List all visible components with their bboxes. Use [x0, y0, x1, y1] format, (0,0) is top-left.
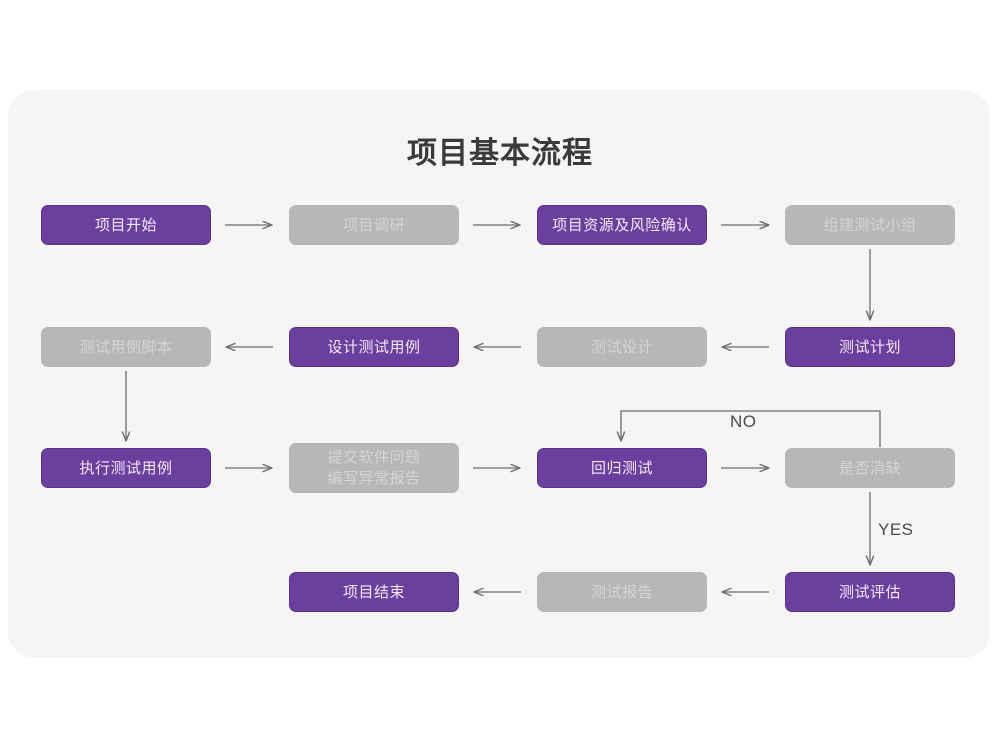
flowchart-card — [8, 90, 990, 658]
flow-node-project-research[interactable]: 项目调研 — [289, 205, 459, 245]
flow-node-project-start[interactable]: 项目开始 — [41, 205, 211, 245]
page-title: 项目基本流程 — [407, 137, 593, 170]
flow-node-test-report[interactable]: 测试报告 — [537, 572, 707, 612]
flow-node-test-case-script[interactable]: 测试用例脚本 — [41, 327, 211, 367]
flow-node-defect-cleared[interactable]: 是否消缺 — [785, 448, 955, 488]
flow-node-regression-test[interactable]: 回归测试 — [537, 448, 707, 488]
flow-node-submit-issue-report[interactable]: 提交软件问题 编写异常报告 — [289, 443, 459, 493]
flow-node-resource-risk-confirm[interactable]: 项目资源及风险确认 — [537, 205, 707, 245]
edge-label-no: NO — [730, 412, 757, 431]
edge-label-yes: YES — [878, 520, 914, 539]
flow-node-form-test-team[interactable]: 组建测试小组 — [785, 205, 955, 245]
flow-node-design-test-cases[interactable]: 设计测试用例 — [289, 327, 459, 367]
flow-node-project-end[interactable]: 项目结束 — [289, 572, 459, 612]
flow-node-test-evaluation[interactable]: 测试评估 — [785, 572, 955, 612]
flow-node-test-plan[interactable]: 测试计划 — [785, 327, 955, 367]
flow-node-test-design[interactable]: 测试设计 — [537, 327, 707, 367]
flow-node-execute-test-cases[interactable]: 执行测试用例 — [41, 448, 211, 488]
